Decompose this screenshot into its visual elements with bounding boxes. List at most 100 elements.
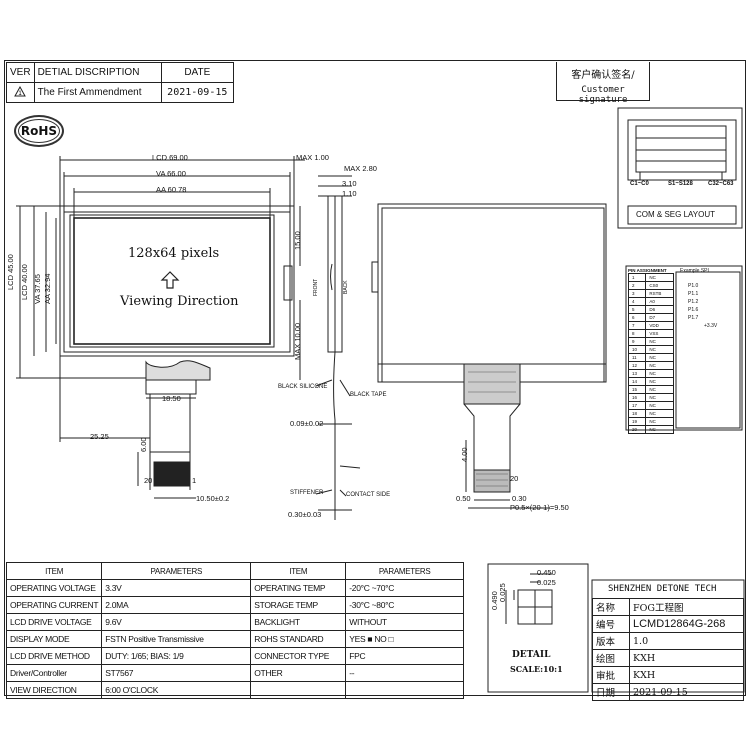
dim-aa-width: AA 60.78 (156, 185, 187, 194)
pin-signal: D7 (645, 313, 674, 322)
dim-fpc-width: 18.50 (162, 394, 181, 403)
spec-header: PARAMETERS (345, 562, 464, 580)
pin-signal: NC (645, 369, 674, 378)
circuit-label: P1.0 (688, 283, 699, 289)
pin-signal: NC (645, 353, 674, 362)
detail-title: DETAIL (512, 650, 551, 660)
spec-header: PARAMETERS (101, 562, 252, 580)
pin-number: 20 (627, 425, 647, 434)
title-label: 日期 (592, 683, 630, 701)
dim-lcd-height: LCD 45.00 (6, 254, 15, 290)
pin-signal: NC (645, 361, 674, 370)
pin-number: 6 (627, 313, 647, 322)
black-silicone-label: BLACK SILICONE (278, 384, 328, 390)
pin-number: 10 (627, 345, 647, 354)
title-label: 版本 (592, 632, 630, 650)
spec-item: OPERATING TEMP (250, 579, 347, 597)
spec-item: LCD DRIVE METHOD (5, 647, 103, 665)
dim-left-offset: 25.25 (90, 432, 109, 441)
dim-030: 0.30±0.03 (288, 510, 322, 519)
pin-table-header: PIN ASSIGNMENT (628, 268, 667, 273)
dim-15: 15.00 (293, 231, 302, 250)
display-resolution-text: 128x64 pixels (128, 246, 220, 261)
spec-item: Driver/Controller (5, 664, 103, 682)
spec-parameter: 9.6V (101, 613, 252, 631)
pin-signal: NC (645, 393, 674, 402)
dim-lcd-height-2: LCD 40.00 (20, 264, 29, 300)
pin-signal: NC (645, 377, 674, 386)
spec-parameter: -- (345, 664, 464, 682)
layout-caption: COM & SEG LAYOUT (636, 210, 715, 219)
detail-scale: SCALE:10:1 (510, 664, 563, 674)
spec-parameter: WITHOUT (345, 613, 464, 631)
spec-item (250, 681, 347, 699)
pin-number: 11 (627, 353, 647, 362)
dim-fpc-end: 10.50±0.2 (196, 494, 230, 503)
layout-left-label: C1~C0 (630, 181, 649, 187)
stiffener-label: STIFFENER (290, 490, 324, 496)
dim-max-280: MAX 2.80 (344, 164, 377, 173)
side-front-label: FRONT (313, 278, 319, 296)
pin-signal: VSS (645, 329, 674, 338)
circuit-label: P1.2 (688, 299, 699, 305)
spec-header: ITEM (250, 562, 347, 580)
dim-400: 4.00 (460, 447, 469, 462)
dim-lcd-width: LCD 69.00 (152, 153, 188, 162)
detail-dim-0025: 0.025 (537, 578, 556, 587)
back-pin-20: 20 (510, 474, 519, 483)
dim-050: 0.50 (456, 494, 471, 503)
title-value: LCMD12864G-268 (629, 615, 744, 633)
pin-signal: NC (645, 401, 674, 410)
pin-signal: NC (645, 273, 674, 282)
pin-number: 9 (627, 337, 647, 346)
spec-item: OPERATING VOLTAGE (5, 579, 103, 597)
pin-number: 19 (627, 417, 647, 426)
spec-item: OTHER (250, 664, 347, 682)
circuit-title: Example SPI (680, 268, 709, 274)
title-label: 编号 (592, 615, 630, 633)
pin-signal: NC (645, 425, 674, 434)
rohs-text: RoHS (20, 124, 58, 138)
spec-parameter: -30°C ~80°C (345, 596, 464, 614)
dim-6: 6.00 (139, 437, 148, 452)
spec-item: ROHS STANDARD (250, 630, 347, 648)
spec-parameter: FSTN Positive Transmissive (101, 630, 252, 648)
spec-table: ITEM PARAMETERS ITEM PARAMETERS OPERATIN… (5, 562, 464, 699)
spec-item: STORAGE TEMP (250, 596, 347, 614)
circuit-label: P1.7 (688, 315, 699, 321)
spec-parameter: FPC (345, 647, 464, 665)
pin-signal: RSTB (645, 289, 674, 298)
title-label: 名称 (592, 598, 630, 616)
svg-text:1: 1 (19, 91, 23, 97)
pin-number: 18 (627, 409, 647, 418)
customer-signature-box: 客户确认签名/ Customer signature (556, 62, 650, 105)
spec-parameter: 3.3V (101, 579, 252, 597)
customer-label-en: Customer signature (578, 85, 628, 105)
pin-number: 8 (627, 329, 647, 338)
arrow-up-icon (160, 271, 180, 289)
spec-item: BACKLIGHT (250, 613, 347, 631)
pin-number: 3 (627, 289, 647, 298)
dim-max-10: MAX 10.00 (293, 322, 302, 360)
spec-parameter: ST7567 (101, 664, 252, 682)
rohs-logo: RoHS (14, 115, 64, 147)
